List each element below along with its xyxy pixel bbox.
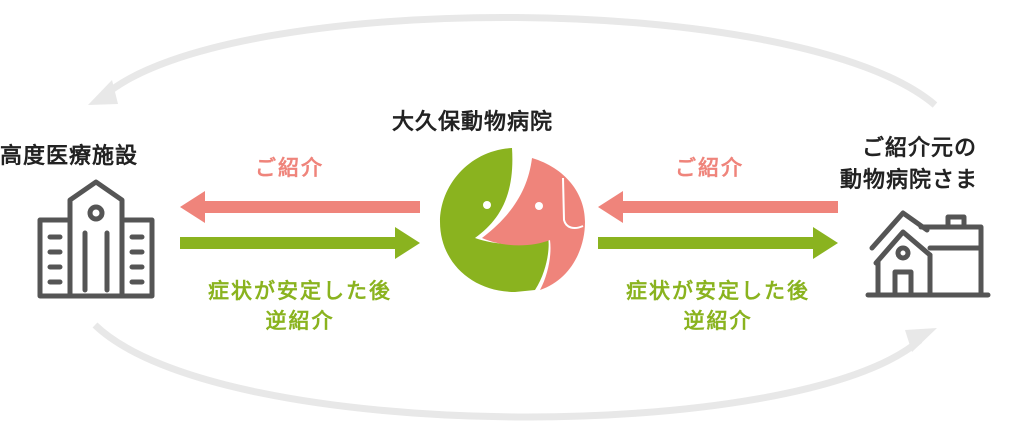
advanced-hospital-icon [37, 179, 155, 299]
hospital-logo [440, 148, 585, 292]
referring-hospital-title-line2: 動物病院さま [840, 168, 979, 193]
house-icon [865, 210, 991, 298]
referring-hospital-title-line1: ご紹介元の [862, 136, 978, 161]
center-hospital-title: 大久保動物病院 [392, 110, 554, 135]
arrow-referral-left [180, 191, 420, 223]
return-label-line1: 症状が安定した後 [626, 279, 810, 303]
arrow-return-left [180, 227, 420, 259]
cycle-arc-top [88, 13, 938, 108]
return-referral-label-left: 症状が安定した後 逆紹介 [180, 276, 420, 336]
return-label-line1: 症状が安定した後 [208, 279, 392, 303]
return-referral-label-right: 症状が安定した後 逆紹介 [598, 276, 838, 336]
return-label-line2: 逆紹介 [265, 309, 335, 333]
arrow-return-right [598, 227, 838, 259]
advanced-facility-title: 高度医療施設 [0, 144, 139, 169]
cycle-arc-bottom [92, 322, 937, 421]
referral-label-left: ご紹介 [255, 156, 324, 180]
arrow-referral-right [598, 191, 838, 223]
return-label-line2: 逆紹介 [683, 309, 753, 333]
referral-label-right: ご紹介 [675, 156, 744, 180]
